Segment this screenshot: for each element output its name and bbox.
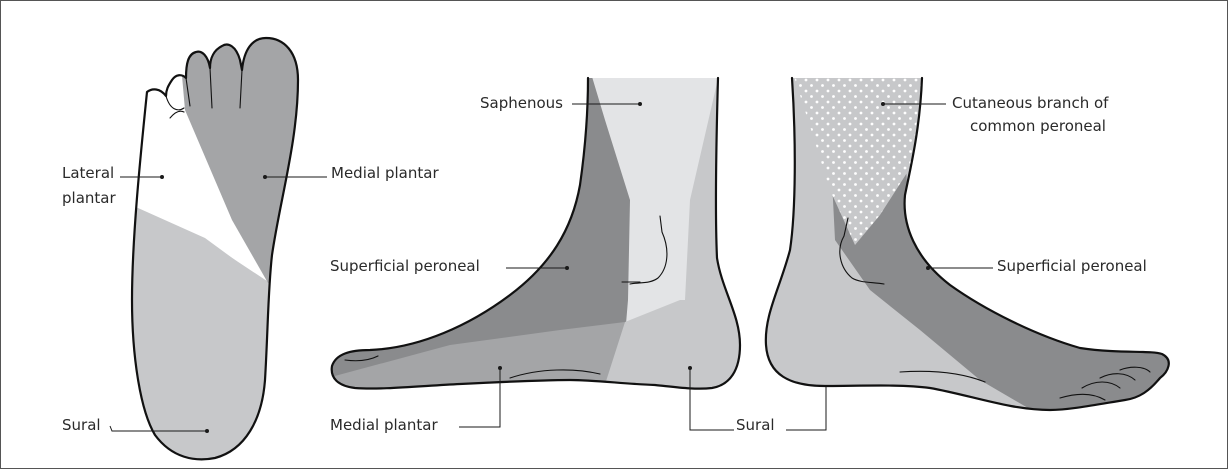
medial-plantar-sole-label: Medial plantar [331, 164, 439, 182]
medial-plantar-side-label: Medial plantar [330, 416, 438, 434]
sural-sole-dot [205, 429, 209, 433]
lateral-plantar-label-2: plantar [62, 189, 116, 207]
superficial-peroneal-lateral-dot [926, 266, 930, 270]
sural-side-dot-left [688, 366, 692, 370]
saphenous-label: Saphenous [480, 94, 563, 112]
saphenous-dot [638, 102, 642, 106]
cutaneous-branch-dot [881, 102, 885, 106]
lateral-plantar-dot [160, 175, 164, 179]
superficial-peroneal-medial-label: Superficial peroneal [330, 257, 480, 275]
cutaneous-branch-label-2: common peroneal [970, 117, 1106, 135]
superficial-peroneal-lateral-label: Superficial peroneal [997, 257, 1147, 275]
sural-sole-label: Sural [62, 416, 101, 434]
lateral-plantar-label-1: Lateral [62, 164, 114, 182]
cutaneous-branch-label-1: Cutaneous branch of [952, 94, 1109, 112]
medial-plantar-sole-dot [263, 175, 267, 179]
superficial-peroneal-medial-dot [565, 266, 569, 270]
sural-side-label: Sural [736, 416, 775, 434]
medial-plantar-side-dot [498, 366, 502, 370]
